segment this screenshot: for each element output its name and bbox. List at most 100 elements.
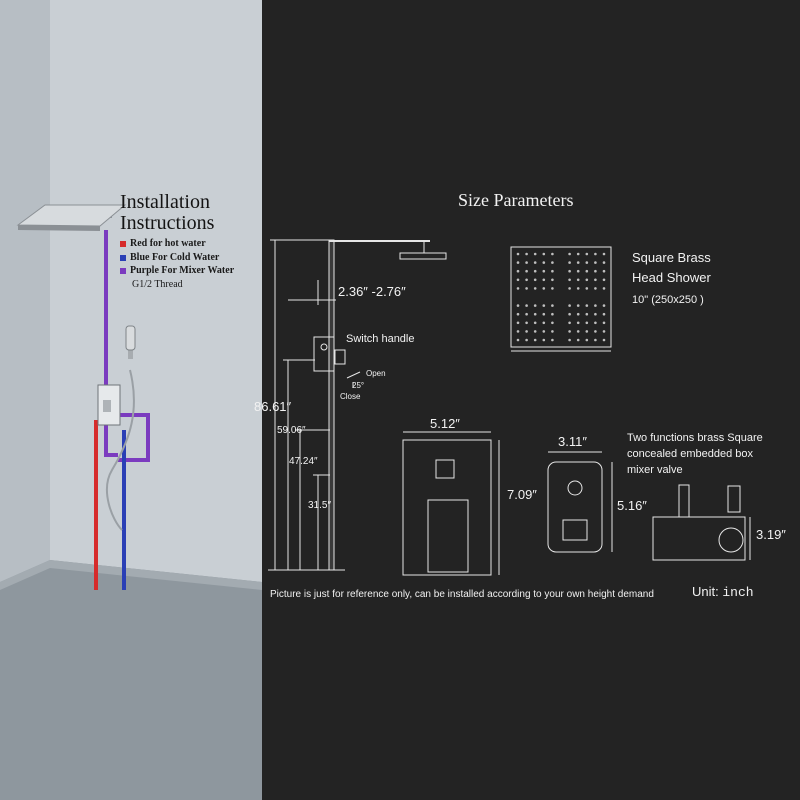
installation-title-line2: Instructions: [120, 212, 215, 234]
nozzle-dot: [576, 321, 580, 325]
wall-side-shade: [0, 0, 50, 582]
nozzle-dot: [576, 338, 580, 342]
nozzle-dot: [525, 321, 528, 325]
nozzle-dot: [594, 261, 597, 264]
nozzle-dot: [525, 304, 528, 307]
nozzle-dot: [585, 269, 589, 273]
nozzle-dot: [576, 261, 580, 264]
nozzle-dot: [602, 304, 606, 307]
legend-mixer-swatch: [120, 267, 126, 274]
nozzle-dot: [533, 321, 537, 325]
nozzle-dot: [533, 330, 537, 333]
nozzle-dot: [585, 278, 589, 282]
legend-hot-swatch: [120, 240, 126, 247]
nozzle-dot: [525, 312, 528, 316]
nozzle-dot: [568, 252, 571, 256]
nozzle-dot: [516, 321, 520, 325]
nozzle-dot: [594, 252, 597, 256]
nozzle-dot: [568, 287, 571, 290]
nozzle-dot: [542, 261, 546, 264]
valve-desc-line1: Two functions brass Square: [627, 432, 763, 444]
nozzle-dot: [585, 321, 589, 325]
nozzle-dot: [533, 287, 537, 290]
nozzle-dot: [542, 321, 546, 325]
nozzle-dot: [576, 312, 580, 316]
nozzle-dot: [542, 252, 546, 256]
mixer-valve-handle: [103, 400, 111, 412]
nozzle-dot: [585, 312, 589, 316]
valve-box-front: [547, 461, 603, 553]
legend-cold-swatch: [120, 254, 126, 261]
valve-desc-line3: mixer valve: [627, 464, 683, 476]
head-size-label: 10" (250x250 ): [632, 294, 704, 306]
angle-label: 25°: [352, 381, 365, 390]
nozzle-dot: [576, 304, 580, 307]
nozzle-dot: [525, 330, 528, 333]
front-plate: [402, 439, 492, 576]
nozzle-dot: [594, 312, 597, 316]
wall-back: [0, 0, 262, 582]
nozzle-dot: [594, 338, 597, 342]
nozzle-dot: [594, 330, 597, 333]
valve-desc-line2: concealed embedded box: [627, 448, 753, 460]
shower-head-side: [399, 252, 447, 260]
nozzle-dot: [568, 338, 571, 342]
nozzle-dot: [551, 252, 554, 256]
nozzle-dot: [576, 278, 580, 282]
valve-box-cartridge: [562, 519, 588, 541]
nozzle-dot: [594, 269, 597, 273]
nozzle-dot: [602, 269, 606, 273]
nozzle-dot: [602, 287, 606, 290]
nozzle-dot: [576, 252, 580, 256]
floor-edge: [0, 560, 262, 590]
nozzle-dot: [542, 269, 546, 273]
nozzle-dot: [602, 252, 606, 256]
nozzle-dot: [542, 338, 546, 342]
nozzle-dot: [516, 269, 520, 273]
valve-side-stem-right: [727, 485, 741, 513]
legend-hot-label: Red for hot water: [130, 238, 206, 249]
nozzle-dot: [602, 330, 606, 333]
column-valve-box: [313, 336, 335, 372]
nozzle-dot: [551, 304, 554, 307]
valve-side-port: [718, 527, 744, 553]
nozzle-dot: [585, 338, 589, 342]
nozzle-dot: [568, 269, 571, 273]
nozzle-dot: [551, 261, 554, 264]
nozzle-dot: [602, 261, 606, 264]
close-label: Close: [340, 392, 361, 401]
hand-shower-holder: [128, 345, 133, 359]
nozzle-dot: [533, 304, 537, 307]
nozzle-dot: [542, 287, 546, 290]
nozzle-dot: [533, 252, 537, 256]
nozzle-dot: [594, 304, 597, 307]
nozzle-dot: [568, 330, 571, 333]
nozzle-dot: [568, 312, 571, 316]
legend-mixer-label: Purple For Mixer Water: [130, 265, 235, 276]
nozzle-dot: [542, 278, 546, 282]
nozzle-dot: [585, 261, 589, 264]
nozzle-dot: [525, 261, 528, 264]
nozzle-dot: [576, 330, 580, 333]
reference-note: Picture is just for reference only, can …: [270, 589, 654, 600]
open-label: Open: [366, 369, 386, 378]
nozzle-dot: [585, 330, 589, 333]
nozzle-dot: [516, 252, 520, 256]
nozzle-dot: [551, 278, 554, 282]
height-59-label: 59.06″: [277, 425, 306, 436]
box-height-label: 5.16″: [617, 498, 647, 513]
height-31-label: 31.5″: [308, 500, 332, 511]
nozzle-dot: [585, 287, 589, 290]
height-47-label: 47.24″: [289, 456, 318, 467]
nozzle-dot: [602, 312, 606, 316]
rain-shower-head-edge: [18, 225, 100, 231]
nozzle-dot: [568, 321, 571, 325]
arm-length-label: 2.36″ -2.76″: [338, 284, 406, 299]
nozzle-dot: [602, 338, 606, 342]
installation-title-line1: Installation: [120, 191, 210, 213]
box-width-label: 3.11″: [558, 434, 587, 449]
nozzle-dot: [568, 261, 571, 264]
nozzle-dot: [516, 330, 520, 333]
